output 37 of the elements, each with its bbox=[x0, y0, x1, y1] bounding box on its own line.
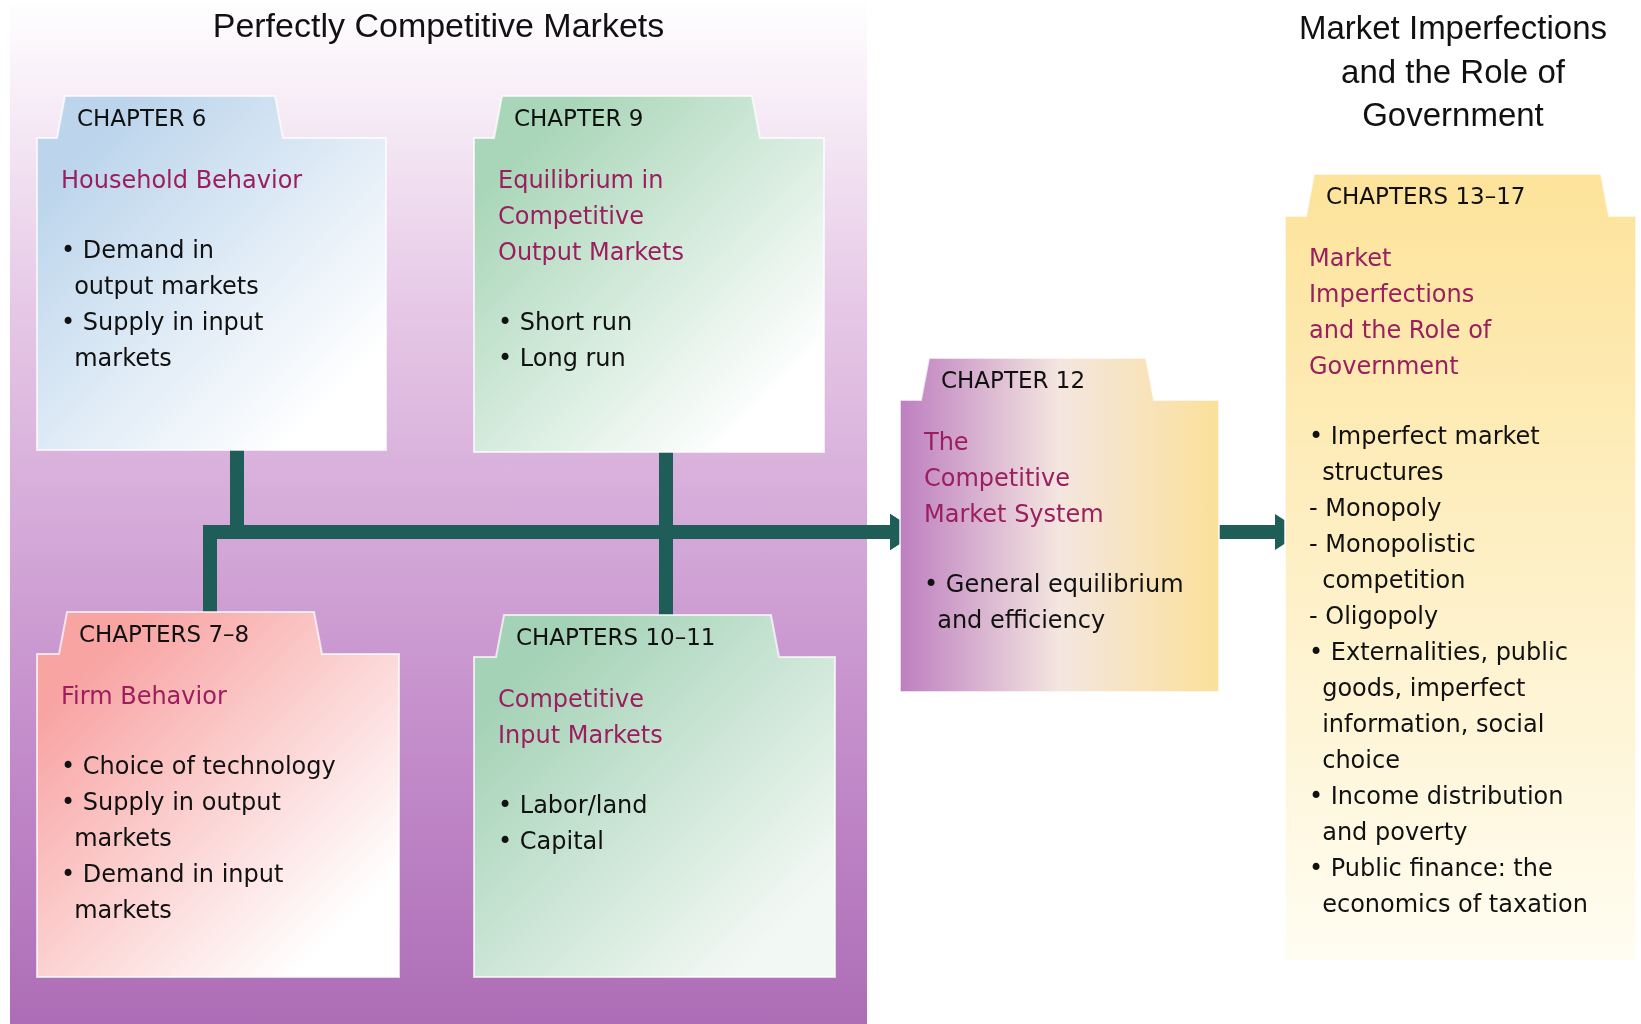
panel-heading: Perfectly Competitive Markets bbox=[211, 6, 666, 45]
bullet-item: - Monopolistic competition bbox=[1309, 529, 1477, 596]
chapter-label: CHAPTER 6 bbox=[77, 105, 207, 131]
bullet-item: • Long run bbox=[498, 343, 627, 374]
bullet-item: • Supply in output markets bbox=[61, 787, 282, 854]
topic-title: Market Imperfections and the Role of Government bbox=[1309, 243, 1493, 382]
bullet-item: • Public finance: the economics of taxation bbox=[1309, 853, 1589, 920]
chapter-label: CHAPTERS 10–11 bbox=[516, 624, 716, 650]
bullet-item: • Capital bbox=[498, 826, 605, 857]
folder-card bbox=[474, 96, 824, 452]
topic-title: Household Behavior bbox=[61, 165, 304, 196]
bullet-item: • Labor/land bbox=[498, 790, 649, 821]
bullet-item: - Monopoly bbox=[1309, 493, 1443, 524]
folder-card bbox=[37, 612, 399, 977]
topic-title: Firm Behavior bbox=[61, 681, 228, 712]
bullet-item: • Short run bbox=[498, 307, 634, 338]
bullet-item: • Demand in output markets bbox=[61, 235, 260, 302]
bullet-item: • Income distribution and poverty bbox=[1309, 781, 1565, 848]
chapter-label: CHAPTERS 7–8 bbox=[79, 621, 250, 647]
chapter-label: CHAPTERS 13–17 bbox=[1326, 183, 1526, 209]
folder-card bbox=[474, 615, 835, 977]
bullet-item: • Demand in input markets bbox=[61, 859, 285, 926]
bullet-item: • General equilibrium and efficiency bbox=[924, 569, 1185, 636]
bullet-item: • Supply in input markets bbox=[61, 307, 265, 374]
folder-card bbox=[1285, 174, 1636, 961]
bullet-item: • Choice of technology bbox=[61, 751, 337, 782]
bullet-item: • Imperfect market structures bbox=[1309, 421, 1541, 488]
chapter-label: CHAPTER 9 bbox=[514, 105, 644, 131]
topic-title: Equilibrium in Competitive Output Markets bbox=[498, 165, 685, 268]
bullet-item: • Externalities, public goods, imperfect information, social choice bbox=[1309, 637, 1569, 776]
bullet-item: - Oligopoly bbox=[1309, 601, 1440, 632]
folder-card bbox=[900, 358, 1219, 692]
folder-card bbox=[37, 96, 386, 450]
chapter-label: CHAPTER 12 bbox=[941, 367, 1086, 393]
topic-title: Competitive Input Markets bbox=[498, 684, 664, 751]
column-heading: Market Imperfections and the Role of Government bbox=[1297, 8, 1609, 136]
topic-title: The Competitive Market System bbox=[924, 427, 1105, 530]
